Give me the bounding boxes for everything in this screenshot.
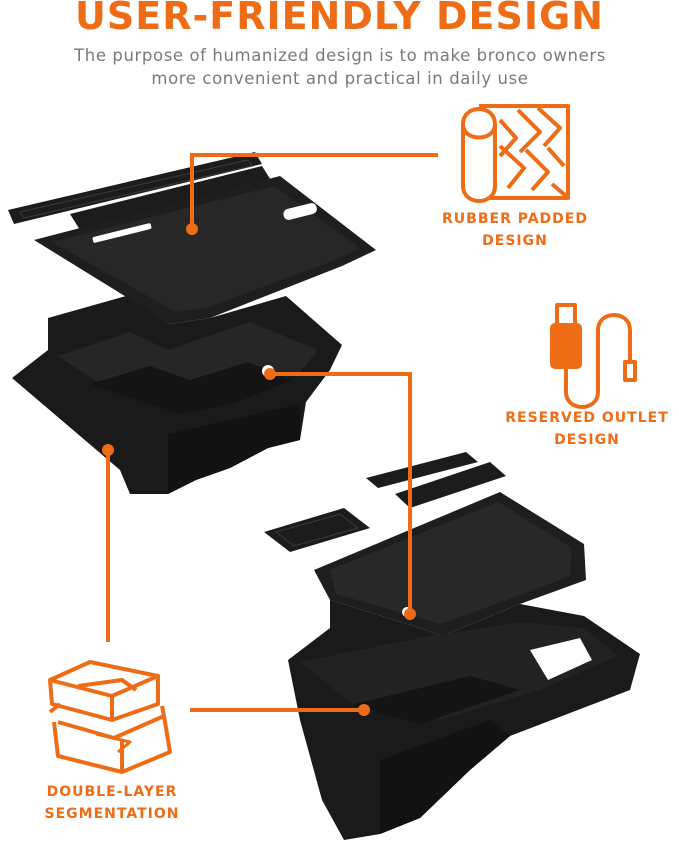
feature-rubber-padded: RUBBER PADDED DESIGN [420,208,610,252]
feature-reserved-outlet: RESERVED OUTLET DESIGN [498,407,676,451]
feature-double-layer: DOUBLE-LAYER SEGMENTATION [24,781,200,825]
top-box [12,296,342,494]
top-small-mat [8,152,262,224]
usb-cable-icon [550,303,637,409]
page-subtitle: The purpose of humanized design is to ma… [20,44,660,90]
bottom-small-mat [264,508,370,552]
page-title: USER-FRIENDLY DESIGN [75,0,604,38]
callout-rubber-line [190,153,438,226]
callout-lines [106,153,438,712]
bottom-mid-mat [395,462,506,508]
subtitle-line-1: The purpose of humanized design is to ma… [74,46,606,65]
bottom-box [288,600,640,840]
feature-rubber-line-1: RUBBER PADDED [442,211,588,227]
feature-rubber-line-2: DESIGN [482,233,548,249]
top-organizer-product [8,152,376,494]
double-tray-icon [48,660,172,774]
subtitle-line-2: more convenient and practical in daily u… [151,69,529,88]
feature-outlet-line-2: DESIGN [554,432,620,448]
bottom-thin-mat [366,452,478,488]
top-long-mat [70,166,272,230]
bottom-organizer-product [264,452,640,840]
callout-dots [102,223,416,716]
feature-double-line-2: SEGMENTATION [44,806,180,822]
top-lid [34,176,376,324]
feature-double-line-1: DOUBLE-LAYER [46,784,178,800]
callout-outlet-line [270,372,412,614]
feature-outlet-line-1: RESERVED OUTLET [505,410,669,426]
rubber-pad-icon [461,104,570,203]
